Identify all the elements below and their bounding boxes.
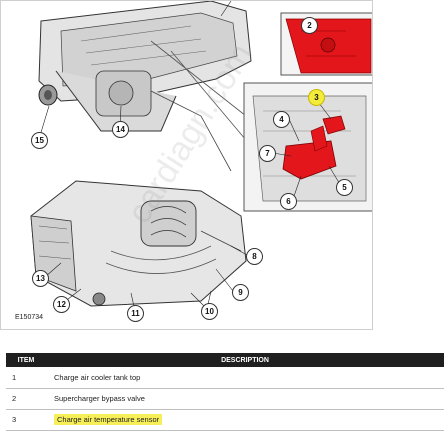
item-number: 1 [6,367,46,389]
item-description-cell: Charge air temperature sensor [46,409,444,431]
item-description: Charge air cooler tank top [46,367,444,389]
table-row: 2 Supercharger bypass valve [6,388,444,410]
supercharger-assembly [38,1,252,172]
callout-8: 8 [246,248,263,265]
bypass-valve-inset [280,12,372,76]
item-number: 2 [6,388,46,410]
callout-2: 2 [301,17,318,34]
exploded-diagram: 2 3 4 5 6 7 8 9 10 11 12 13 14 15 E15073… [0,0,373,330]
item-description: Charge air temperature sensor [54,414,163,425]
callout-5: 5 [336,179,353,196]
engine-illustration [30,1,372,312]
table-row: 1 Charge air cooler tank top [6,367,444,389]
figure-id: E150734 [15,314,44,321]
item-description: Supercharger bypass valve [46,388,444,410]
callout-9: 9 [232,284,249,301]
callout-14: 14 [112,121,129,138]
callout-6: 6 [280,193,297,210]
header-description: DESCRIPTION [46,353,444,367]
legend-header-row: ITEM DESCRIPTION [6,353,444,367]
table-row-highlighted: 3 Charge air temperature sensor [6,409,444,431]
callout-10: 10 [201,303,218,320]
callout-4: 4 [273,111,290,128]
item-number: 3 [6,409,46,431]
callout-15: 15 [31,132,48,149]
legend-table: ITEM DESCRIPTION 1 Charge air cooler tan… [6,353,444,431]
charge-air-cooler-assembly [30,180,247,307]
callout-3: 3 [308,89,325,106]
callout-7: 7 [259,145,276,162]
header-item: ITEM [6,353,46,367]
callout-12: 12 [53,296,70,313]
callout-13: 13 [32,270,49,287]
callout-11: 11 [127,305,144,322]
